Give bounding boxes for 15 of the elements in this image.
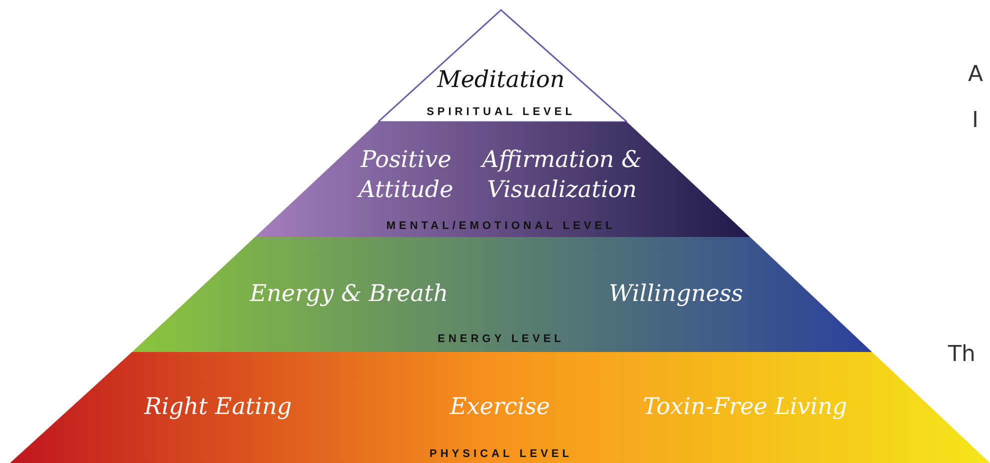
cropped-text: Th <box>948 342 976 367</box>
level-label: ENERGY LEVEL <box>438 333 564 345</box>
tier-text: Meditation <box>437 66 565 95</box>
tier-text: Energy & Breath <box>250 280 448 309</box>
tier-text: Willingness <box>608 280 744 309</box>
cropped-text: I <box>972 108 978 133</box>
tier-text: Toxin-Free Living <box>642 393 848 422</box>
tier-text: Exercise <box>450 393 550 422</box>
level-label: MENTAL/EMOTIONAL LEVEL <box>386 220 616 232</box>
tier-text: Positive Attitude <box>356 146 454 205</box>
level-label: PHYSICAL LEVEL <box>430 448 572 460</box>
tier-text: Right Eating <box>144 393 292 422</box>
tier-text: Affirmation & Visualization <box>479 146 643 205</box>
level-label: SPIRITUAL LEVEL <box>426 106 576 118</box>
cropped-text: A <box>968 62 984 87</box>
